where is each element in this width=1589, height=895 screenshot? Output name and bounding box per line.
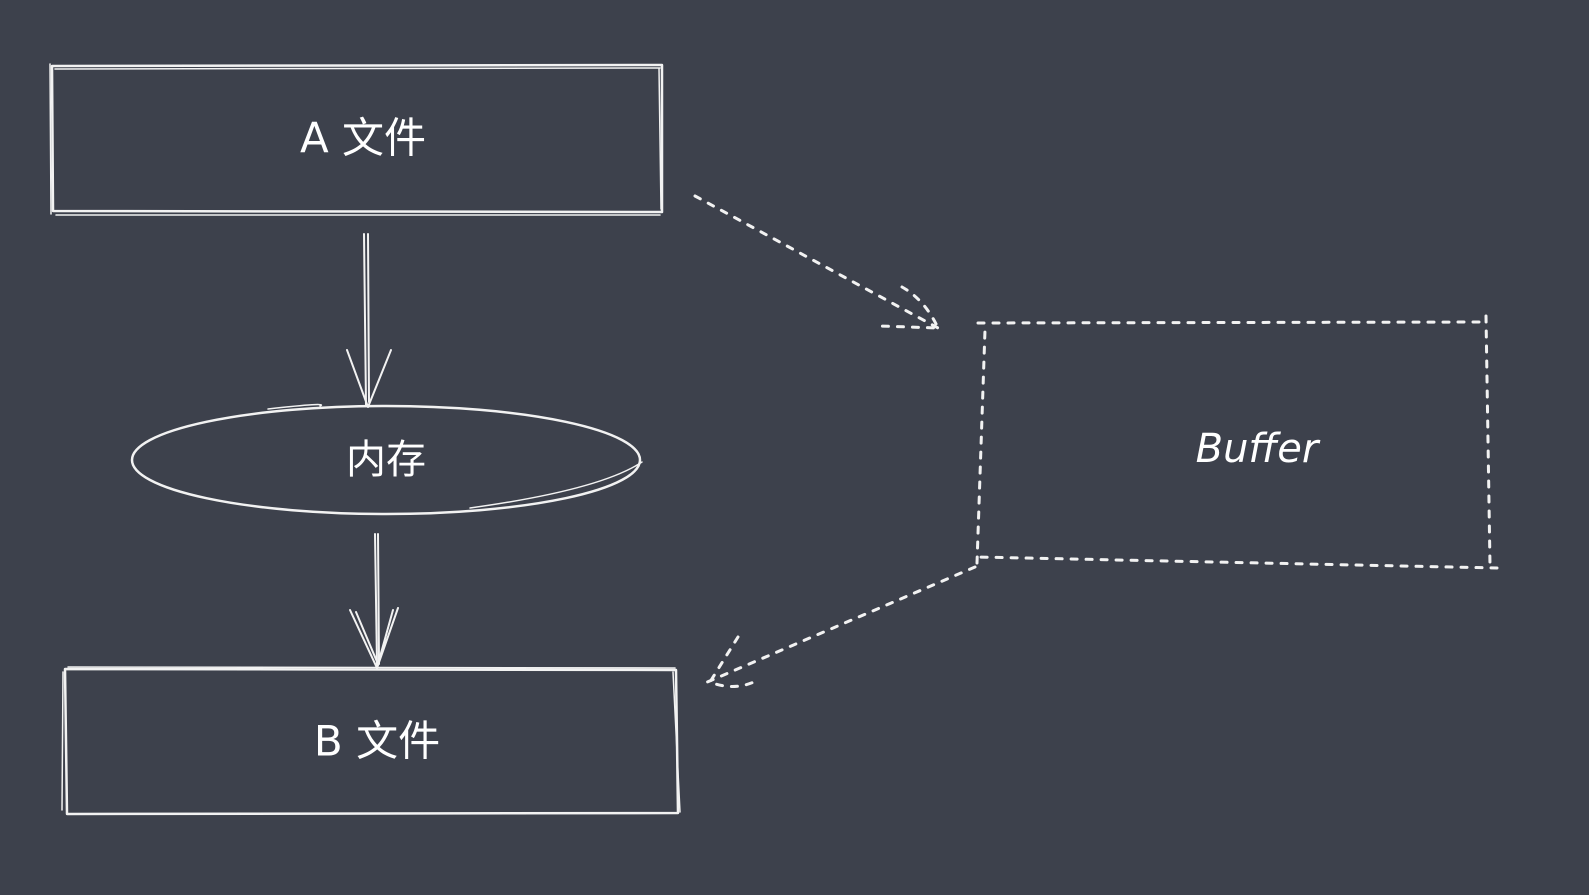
file-b-box [63,667,680,816]
buffer-box [975,314,1499,570]
file-a-label: A 文件 [300,114,426,163]
memory-ellipse-sketch [267,403,643,509]
node-file-a[interactable]: A 文件 [49,63,664,216]
memory-label: 内存 [346,437,426,483]
node-memory[interactable]: 内存 [130,403,643,516]
edge-buffer-b-arrowhead [707,635,760,688]
node-buffer[interactable]: Buffer [975,314,1499,570]
edge-file-a-to-memory [346,233,392,408]
edge-file-a-to-buffer [693,194,941,330]
edge-a-memory-line [363,233,370,406]
file-a-box-sketch [49,63,662,216]
node-file-b[interactable]: B 文件 [61,666,681,816]
file-b-label: B 文件 [314,717,440,766]
edge-memory-b-arrowhead [349,607,399,669]
edge-memory-to-file-b [349,533,399,669]
buffer-label: Buffer [1196,426,1321,472]
edge-buffer-b-line [703,565,977,685]
edge-memory-b-line [374,533,380,666]
file-a-box [50,63,664,214]
edge-buffer-to-file-b [703,565,977,688]
edge-a-buffer-arrowhead [878,285,941,330]
edge-a-buffer-line [693,194,940,330]
file-b-box-sketch [61,666,681,813]
memory-ellipse [130,404,642,516]
